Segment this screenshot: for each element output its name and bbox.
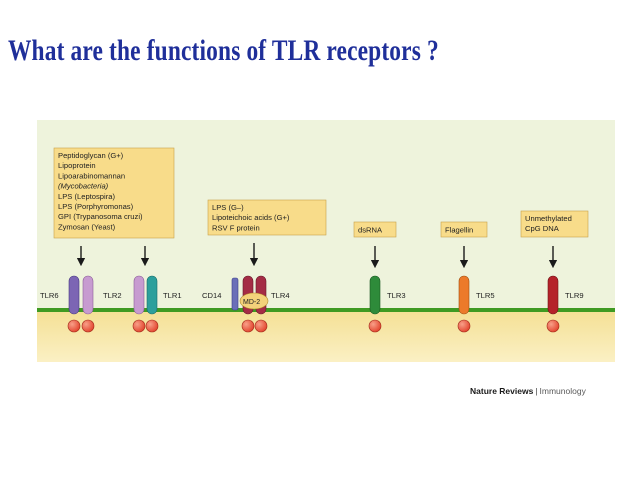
tir-domain: [368, 319, 382, 333]
md2-protein: [239, 292, 269, 310]
receptor-tlr9: [546, 275, 560, 333]
ligand-line: Flagellin: [445, 226, 473, 235]
label-tlr6: TLR6: [40, 291, 59, 300]
ligand-line: LPS (G–): [212, 203, 244, 212]
ligand-line: LPS (Leptospira): [58, 192, 115, 201]
ligand-line: dsRNA: [358, 226, 383, 235]
figure-credit: Nature Reviews|Immunology: [470, 386, 586, 396]
credit-section: Immunology: [539, 386, 586, 396]
ligand-line: (Mycobacteria): [58, 182, 109, 191]
tir-domain: [254, 319, 268, 333]
ligand-arrows: [76, 243, 558, 269]
receptor-tlr2-tlr1: [132, 275, 159, 333]
ligand-line: Unmethylated: [525, 214, 572, 223]
ligand-line: Peptidoglycan (G+): [58, 151, 124, 160]
tir-domain: [457, 319, 471, 333]
receptor-cd14: [231, 277, 239, 311]
receptor-tlr6: [68, 275, 80, 315]
credit-journal: Nature Reviews: [470, 386, 534, 396]
receptor-tlr3: [368, 275, 382, 333]
label-tlr3: TLR3: [387, 291, 406, 300]
ligand-box-tlr2-complexes: Peptidoglycan (G+) Lipoprotein Lipoarabi…: [53, 147, 175, 239]
ligand-box-tlr5: Flagellin: [440, 221, 488, 238]
page-title: What are the functions of TLR receptors …: [8, 34, 439, 67]
tir-domain: [145, 319, 159, 333]
label-tlr9: TLR9: [565, 291, 584, 300]
ligand-line: RSV F protein: [212, 223, 260, 232]
ligand-line: Lipoteichoic acids (G+): [212, 213, 290, 222]
label-cd14: CD14: [202, 291, 221, 300]
svg-text:LPS (G–) Lipoteichoic ac: LPS (G–) Lipoteichoic acids (G+) RSV F p…: [212, 203, 292, 232]
tir-domain: [132, 319, 146, 333]
label-tlr2: TLR2: [103, 291, 122, 300]
label-md2: MD-2: [243, 299, 260, 306]
tir-domain: [241, 319, 255, 333]
receptor-tlr4-complex: [231, 275, 269, 333]
label-tlr1: TLR1: [163, 291, 182, 300]
svg-text:Unmethylated CpG DNA: Unmethylated CpG DNA: [525, 214, 574, 233]
ligand-line: LPS (Porphyromonas): [58, 202, 134, 211]
ligand-box-tlr4: LPS (G–) Lipoteichoic acids (G+) RSV F p…: [207, 199, 327, 236]
ligand-box-tlr9: Unmethylated CpG DNA: [520, 210, 589, 238]
tir-domain: [67, 319, 81, 333]
receptor-tlr2: [133, 275, 145, 315]
receptor-tlr6-tlr2: [67, 275, 95, 333]
receptor-tlr2: [82, 275, 94, 315]
tir-domain: [546, 319, 560, 333]
credit-separator: |: [535, 386, 538, 396]
svg-text:Peptidoglycan (G+) Lipop: Peptidoglycan (G+) Lipoprotein Lipoarabi…: [58, 151, 145, 231]
ligand-line: Lipoprotein: [58, 161, 96, 170]
ligand-line: CpG DNA: [525, 224, 560, 233]
ligand-line: Zymosan (Yeast): [58, 222, 116, 231]
label-tlr4: TLR4: [271, 291, 290, 300]
label-tlr5: TLR5: [476, 291, 495, 300]
cell-membrane: [37, 308, 615, 312]
cytoplasm-region: [37, 311, 615, 362]
receptor-tlr5: [457, 275, 471, 333]
ligand-line: GPI (Trypanosoma cruzi): [58, 212, 143, 221]
receptor-tlr1: [146, 275, 158, 315]
ligand-line: Lipoarabinomannan: [58, 171, 125, 180]
ligand-box-tlr3: dsRNA: [353, 221, 397, 238]
tir-domain: [81, 319, 95, 333]
